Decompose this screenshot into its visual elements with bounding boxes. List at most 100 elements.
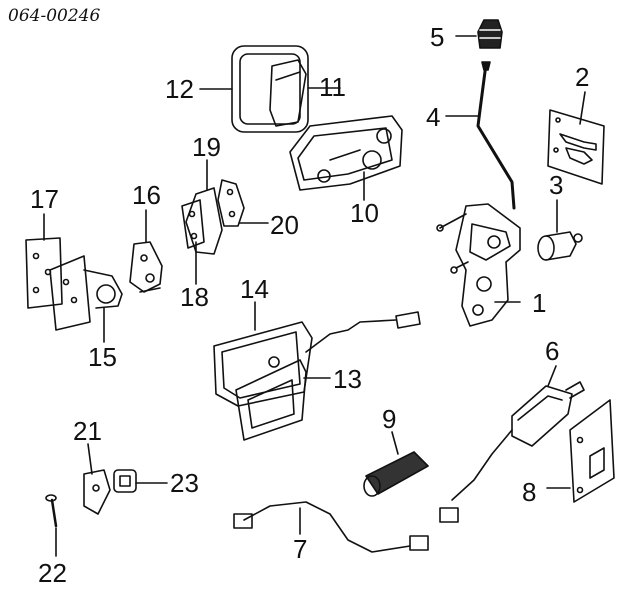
hinge-15-hole-1 — [62, 278, 70, 286]
callout-18: 18 — [180, 282, 209, 312]
striker-plate-slot-top — [559, 133, 597, 151]
check-hole-4 — [228, 210, 236, 218]
bushing-part-23 — [113, 469, 137, 493]
mounting-plate-hole-1 — [576, 436, 584, 444]
leader-6 — [547, 365, 557, 387]
callout-11: 11 — [319, 72, 346, 102]
wiring-harness-part-7 — [233, 501, 459, 553]
callout-2: 2 — [575, 62, 590, 92]
latch-upper-plate — [469, 223, 511, 261]
check-plate-18 — [181, 199, 205, 249]
handle-edge — [275, 71, 301, 81]
latch-lever — [455, 261, 469, 269]
hinge-16-hole-1 — [140, 254, 148, 262]
actuator-wire — [451, 429, 513, 501]
handle-assembly-part-10 — [289, 115, 403, 191]
callout-6: 6 — [545, 336, 560, 366]
hinge-15-plate — [49, 255, 91, 331]
inside-handle-cable-end — [395, 311, 421, 329]
hinge-17-hole-1 — [32, 252, 40, 260]
grommet-body — [365, 451, 429, 495]
lock-rod-end — [481, 61, 491, 71]
check-hole-1 — [188, 210, 196, 218]
harness-plug-right — [409, 535, 429, 551]
handle-assembly-inner — [297, 127, 393, 181]
inside-handle-pocket — [247, 379, 295, 429]
door-latch-part-1 — [436, 203, 521, 327]
callout-10: 10 — [350, 198, 379, 228]
callout-5: 5 — [430, 22, 445, 52]
actuator-ridge — [517, 395, 563, 421]
diagram-code: 064-00246 — [8, 6, 101, 26]
striker-plate-part-2 — [547, 109, 605, 185]
screw-shank — [50, 498, 58, 528]
striker-plate-outline — [547, 109, 605, 185]
hinge-15-hole-2 — [70, 296, 78, 304]
check-hole-2 — [190, 232, 198, 240]
callout-7: 7 — [293, 534, 308, 564]
striker-plate-hole-1 — [555, 117, 561, 123]
callout-21: 21 — [73, 416, 102, 446]
callout-20: 20 — [270, 210, 299, 240]
screw-part-22 — [45, 494, 58, 528]
grommet-end — [363, 475, 381, 497]
inside-handle-cable — [305, 319, 397, 353]
latch-arm — [439, 213, 467, 229]
check-plate-20 — [217, 179, 245, 227]
handle-pivot-left — [317, 169, 331, 183]
callout-19: 19 — [192, 132, 221, 162]
outside-handle-part-12-11 — [231, 45, 309, 133]
clip-part-21 — [83, 469, 111, 515]
striker-plate-slot-bottom — [565, 147, 593, 165]
inside-handle-bezel-inner — [221, 331, 301, 399]
striker-part-3 — [537, 231, 583, 261]
callout-12: 12 — [165, 74, 194, 104]
lower-hinge-part-17-15 — [25, 237, 123, 331]
lock-actuator-part-6 — [511, 381, 585, 447]
latch-housing — [455, 203, 521, 327]
callout-14: 14 — [240, 274, 269, 304]
hinge-15-arm — [83, 269, 123, 309]
hinge-16-body — [129, 241, 163, 293]
latch-lever-end — [450, 266, 458, 274]
bushing-hole — [119, 475, 131, 487]
handle-bezel-outline — [231, 45, 309, 133]
inside-handle-housing-13 — [235, 359, 307, 441]
latch-rivet-2 — [476, 276, 492, 292]
hinge-16-lip — [139, 287, 161, 293]
hinge-17-hole-3 — [32, 286, 40, 294]
hinge-15-pin — [96, 284, 116, 304]
harness-wire — [243, 501, 411, 553]
callout-4: 4 — [426, 102, 441, 132]
leader-21 — [87, 443, 93, 475]
mounting-plate-part-8 — [569, 399, 615, 503]
latch-rivet-1 — [487, 235, 501, 249]
mounting-plate-slot — [589, 447, 605, 479]
clip-hole — [92, 484, 100, 492]
inside-handle-pivot — [268, 356, 280, 368]
striker-head — [537, 235, 555, 261]
leader-lines — [43, 35, 586, 557]
handle-pivot-right — [362, 150, 382, 170]
inside-handle-part-14-13 — [213, 311, 421, 441]
hinge-17-plate — [25, 237, 63, 309]
actuator-connector — [565, 381, 585, 399]
hinge-16-pin — [145, 273, 155, 283]
mounting-plate-hole-2 — [576, 486, 584, 494]
callout-22: 22 — [38, 558, 67, 588]
callout-15: 15 — [88, 342, 117, 372]
check-hole-3 — [226, 188, 234, 196]
callout-23: 23 — [170, 468, 199, 498]
grommet-part-9 — [363, 451, 429, 497]
check-plate-19 — [185, 187, 223, 255]
striker-tip — [573, 233, 583, 243]
handle-bezel-inner — [239, 53, 301, 125]
upper-hinge-part-16 — [129, 241, 163, 293]
actuator-body — [511, 385, 573, 447]
harness-plug-left — [233, 513, 253, 529]
lock-knob-part-5 — [477, 19, 503, 49]
callout-9: 9 — [382, 404, 397, 434]
bushing-body — [113, 469, 137, 493]
mounting-plate-outline — [569, 399, 615, 503]
